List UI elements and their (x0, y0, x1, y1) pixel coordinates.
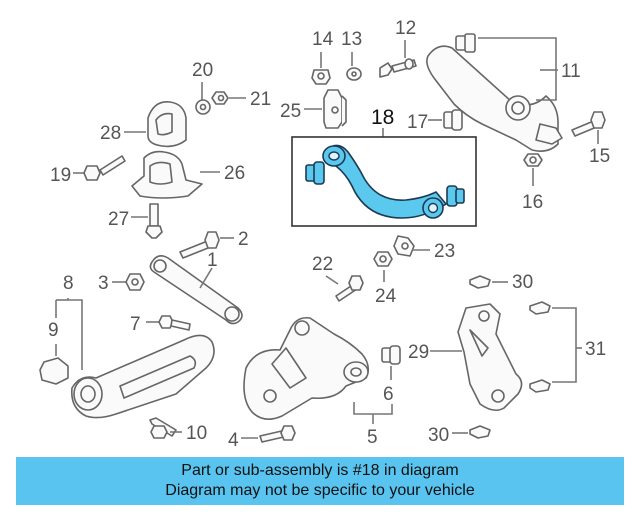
label-8: 8 (63, 273, 74, 294)
label-29: 29 (408, 342, 429, 363)
label-23: 23 (434, 241, 455, 262)
bracket-part-25 (323, 89, 347, 129)
label-17: 17 (407, 112, 428, 133)
label-4: 4 (228, 430, 239, 451)
hub-carrier-part-29 (457, 303, 523, 412)
bolt-part-12 (379, 58, 417, 78)
bolt-part-4 (259, 425, 296, 443)
label-6: 6 (383, 384, 394, 405)
bolt-part-31-b (529, 379, 551, 393)
label-12: 12 (395, 18, 416, 39)
banner-line-1: Part or sub-assembly is #18 in diagram (181, 462, 459, 479)
nut-part-24 (373, 251, 393, 267)
label-21: 21 (250, 89, 271, 110)
bolt-part-19 (83, 155, 126, 181)
label-15: 15 (589, 146, 610, 167)
label-2: 2 (238, 229, 249, 250)
label-11: 11 (561, 61, 581, 82)
bushing-part-6 (381, 345, 401, 365)
label-26: 26 (224, 163, 245, 184)
bolt-part-15 (571, 111, 606, 137)
bracket-part-23 (393, 235, 415, 257)
link-part-1 (149, 254, 243, 325)
info-banner: Part or sub-assembly is #18 in diagram D… (16, 457, 624, 505)
bolt-part-10 (149, 417, 177, 439)
bushing-part-17 (443, 109, 463, 131)
label-25: 25 (280, 101, 301, 122)
bolt-part-30-bottom (469, 425, 491, 439)
bolt-part-27 (145, 203, 163, 239)
bolt-part-2 (179, 231, 220, 259)
label-1: 1 (207, 250, 218, 271)
label-20: 20 (192, 60, 213, 81)
label-7: 7 (130, 314, 141, 335)
nut-part-21 (211, 91, 229, 105)
label-13: 13 (341, 29, 362, 50)
washer-part-20 (195, 99, 211, 115)
control-arm-part-18 (305, 144, 465, 219)
label-14: 14 (312, 29, 334, 50)
cap-part-9 (39, 357, 69, 385)
mount-part-28 (147, 101, 187, 148)
label-27: 27 (108, 209, 129, 230)
nut-part-3 (125, 273, 145, 291)
label-28: 28 (100, 123, 121, 144)
trailing-arm-part-8 (70, 334, 215, 419)
label-30-top: 30 (512, 272, 533, 293)
washer-part-13 (346, 67, 362, 81)
label-18: 18 (371, 106, 394, 129)
label-31: 31 (585, 339, 606, 360)
knuckle-part-5 (243, 316, 370, 420)
bolt-part-31-a (529, 301, 551, 315)
bolt-part-30-top (469, 275, 491, 289)
arm-part-11 (426, 33, 563, 152)
label-24: 24 (375, 286, 397, 307)
nut-part-14 (311, 69, 331, 85)
label-9: 9 (48, 320, 59, 341)
label-3: 3 (98, 273, 109, 294)
label-16: 16 (522, 192, 543, 213)
mount-part-26 (131, 150, 203, 199)
banner-line-2: Diagram may not be specific to your vehi… (165, 482, 475, 499)
label-30-bottom: 30 (428, 425, 449, 446)
bolt-part-22 (335, 275, 364, 302)
label-5: 5 (367, 427, 378, 448)
label-19: 19 (50, 165, 71, 186)
nut-part-16 (523, 153, 543, 167)
label-10: 10 (186, 423, 207, 444)
label-22: 22 (312, 254, 333, 275)
callout-box-18 (291, 136, 477, 227)
bolt-part-7 (158, 315, 191, 331)
